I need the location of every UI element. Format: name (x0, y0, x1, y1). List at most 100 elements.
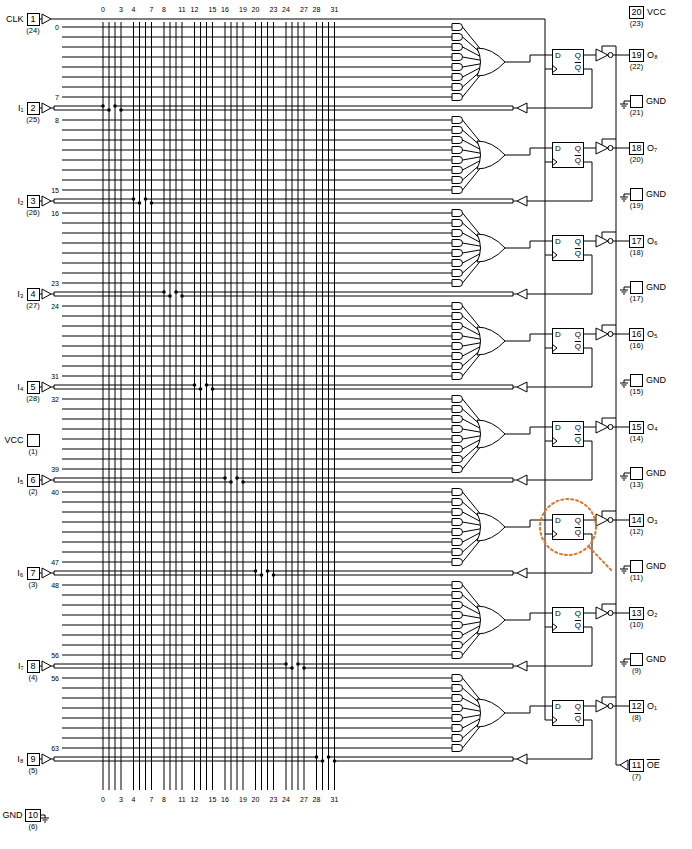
fuse-dot (290, 666, 294, 670)
pin-name: CLK (6, 15, 24, 24)
wire (584, 334, 596, 335)
column-number: 31 (331, 6, 339, 13)
pin-name: O₁ (647, 702, 657, 711)
wire (513, 571, 514, 575)
row-number: 47 (51, 559, 59, 566)
ground-symbol (620, 569, 628, 570)
feedback-wire (298, 664, 513, 665)
and-gate (452, 735, 463, 742)
pin-name: I₂ (18, 197, 24, 206)
product-term-row (62, 562, 452, 563)
pin-box: GND(17) (630, 281, 643, 294)
pin-name: I₄ (17, 383, 23, 392)
input-column (109, 22, 110, 790)
fuse-dot (254, 569, 258, 573)
fuse-dot (260, 573, 264, 577)
and-gate (452, 499, 463, 506)
column-number: 27 (300, 796, 308, 803)
input-column (231, 22, 232, 790)
inverter-bubble (608, 332, 613, 337)
product-term-row (62, 708, 452, 709)
row-number: 8 (55, 117, 59, 124)
input-buffer (42, 196, 51, 206)
and-gate (452, 406, 463, 413)
pin-number: 20 (631, 8, 641, 17)
product-term-row (62, 542, 452, 543)
product-term-row (62, 469, 452, 470)
callout-circle (540, 499, 596, 555)
wire (463, 213, 482, 236)
clock-wire (545, 441, 552, 442)
wire (513, 385, 514, 389)
fuse-dot (266, 569, 270, 573)
pin-name: I₆ (17, 569, 23, 578)
pin-name: GND (646, 283, 666, 292)
row-number: 63 (51, 745, 59, 752)
alt-pin-number: (7) (632, 773, 641, 781)
input-column (237, 22, 238, 790)
flip-flop-terminal: Q (575, 529, 581, 537)
pin-box: I₂3(26) (27, 195, 40, 208)
input-wire (54, 757, 317, 758)
product-term-row (62, 326, 452, 327)
column-number: 23 (270, 6, 278, 13)
ground-symbol (620, 104, 628, 105)
wire (54, 292, 55, 296)
pin-number: 12 (631, 702, 641, 711)
flip-flop-terminal: Q (575, 343, 581, 351)
input-wire (54, 761, 323, 762)
and-gate (452, 333, 463, 340)
column-number: 0 (101, 796, 105, 803)
pin-box: I₇8(4) (27, 660, 40, 673)
product-term-row (62, 718, 452, 719)
feedback-wire (115, 106, 513, 107)
and-gate (452, 715, 463, 722)
and-gate (452, 642, 463, 649)
and-gate (452, 549, 463, 556)
pin-box: GND(9) (630, 653, 643, 666)
wire (463, 522, 482, 525)
ground-symbol (622, 385, 627, 386)
input-column (121, 22, 122, 790)
fuse-dot (327, 755, 331, 759)
input-wire (54, 482, 231, 483)
input-buffer (42, 754, 51, 764)
pin-number: 6 (30, 476, 35, 485)
alt-pin-number: (19) (630, 202, 643, 210)
flip-flop-terminal: Q (575, 517, 581, 525)
column-number: 11 (178, 6, 185, 13)
enable-wire (602, 697, 603, 703)
wire (513, 757, 514, 761)
and-gate (452, 250, 463, 257)
alt-pin-number: (15) (630, 388, 643, 396)
pin-number: 15 (631, 423, 641, 432)
input-wire (54, 199, 134, 200)
enable-wire (602, 511, 616, 512)
and-gate (452, 529, 463, 536)
alt-pin-number: (5) (28, 767, 37, 775)
product-term-row (62, 595, 452, 596)
wire (54, 385, 55, 389)
clock-wire (51, 19, 545, 20)
ground-symbol (620, 476, 628, 477)
product-term-row (62, 37, 452, 38)
pin-name: I₃ (17, 290, 23, 299)
and-gate (452, 632, 463, 639)
column-number: 0 (101, 6, 105, 13)
inverter-bubble (608, 611, 613, 616)
product-term-row (62, 585, 452, 586)
pin-number: 3 (30, 197, 35, 206)
input-wire (54, 292, 164, 293)
fuse-dot (235, 476, 239, 480)
wire (54, 478, 55, 482)
pin-box: 17O₆(18) (629, 235, 644, 248)
row-number: 40 (51, 489, 59, 496)
feedback-wire (213, 389, 514, 390)
inverter-bubble (608, 146, 613, 151)
flip-flop: DQQ (552, 235, 584, 261)
and-gate (452, 220, 463, 227)
enable-wire (602, 418, 616, 419)
wire (463, 167, 482, 190)
wire (463, 57, 482, 60)
input-column (298, 22, 299, 790)
